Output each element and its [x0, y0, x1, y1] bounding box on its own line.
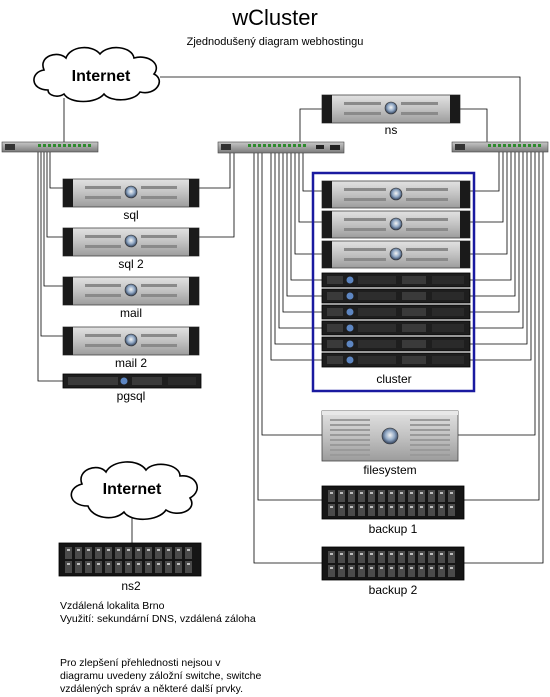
internet-cloud-icon	[33, 46, 160, 103]
cluster-node-1u-group	[321, 272, 471, 368]
internet-cloud-2-icon	[70, 461, 198, 521]
footer-note-line2: diagramu uvedeny záložní switche, switch…	[60, 670, 262, 682]
server-backup2-icon	[321, 546, 465, 581]
server-sql-icon	[62, 178, 200, 208]
server-mail-icon	[62, 276, 200, 306]
server-ns2-icon	[58, 542, 202, 577]
remote-site-note: Vzdálená lokalita Brno Využití: sekundár…	[60, 600, 256, 626]
cluster-label: cluster	[376, 372, 411, 386]
cluster-node-2u-1-icon	[321, 180, 471, 209]
footer-note: Pro zlepšení přehlednosti nejsou v diagr…	[60, 657, 261, 696]
internet-2-label: Internet	[103, 481, 162, 498]
server-backup1-icon	[321, 485, 465, 520]
diagram-title: wCluster	[231, 5, 318, 30]
footer-note-line1: Pro zlepšení přehlednosti nejsou v	[60, 657, 221, 669]
server-ns-icon	[321, 94, 461, 124]
cluster-node-2u-3-icon	[321, 240, 471, 269]
server-filesystem-icon	[321, 410, 459, 462]
server-ns2-label: ns2	[121, 579, 141, 593]
switch-right-icon	[451, 141, 549, 153]
remote-site-note-line2: Využití: sekundární DNS, vzdálená záloha	[60, 613, 256, 625]
server-sql2-icon	[62, 227, 200, 257]
remote-site-note-line1: Vzdálená lokalita Brno	[60, 600, 165, 612]
diagram-subtitle: Zjednodušený diagram webhostingu	[187, 36, 364, 48]
switch-left-icon	[1, 141, 99, 153]
server-mail-label: mail	[120, 306, 142, 320]
server-sql-label: sql	[123, 208, 138, 222]
cluster-node-1u-6-icon	[321, 352, 471, 368]
server-ns-label: ns	[385, 123, 398, 137]
footer-note-line3: vzdálených správ a některé další prvky.	[60, 683, 244, 695]
server-sql2-label: sql 2	[118, 257, 144, 271]
cluster-node-1u-5-icon	[321, 336, 471, 352]
server-backup1-label: backup 1	[369, 522, 418, 536]
cluster-node-1u-4-icon	[321, 320, 471, 336]
server-mail2-label: mail 2	[115, 356, 147, 370]
cluster-node-1u-2-icon	[321, 288, 471, 304]
cluster-node-1u-3-icon	[321, 304, 471, 320]
cluster-node-1u-1-icon	[321, 272, 471, 288]
cluster-group-box	[311, 171, 476, 393]
internet-label: Internet	[72, 68, 131, 85]
server-filesystem-label: filesystem	[363, 463, 416, 477]
server-backup2-label: backup 2	[369, 583, 418, 597]
server-pgsql-label: pgsql	[117, 389, 146, 403]
server-mail2-icon	[62, 326, 200, 356]
server-pgsql-icon	[62, 373, 202, 389]
cluster-node-2u-2-icon	[321, 210, 471, 239]
switch-middle-icon	[217, 141, 345, 154]
